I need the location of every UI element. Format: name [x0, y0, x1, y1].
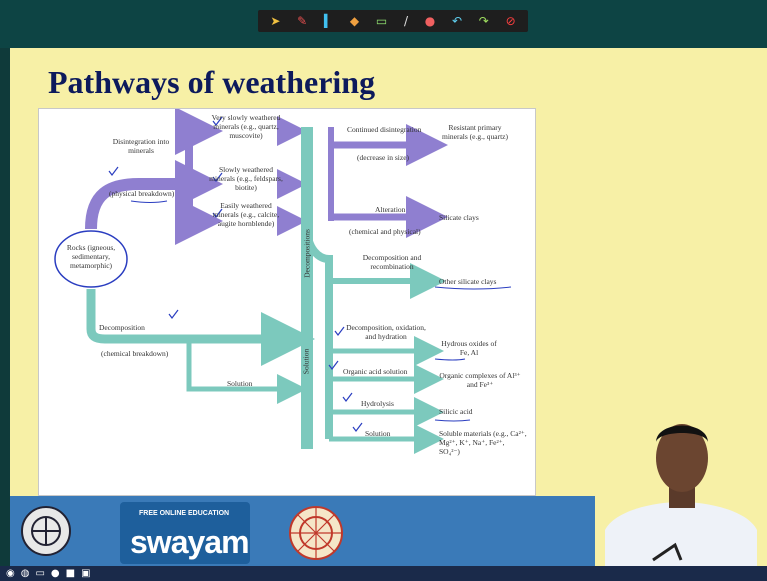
label-decomp-oxidation: Decomposition, oxidation, and hydration — [346, 323, 426, 341]
diagram-arrows — [54, 109, 512, 454]
label-slowly: Slowly weathered minerals (e.g., feldspa… — [209, 165, 283, 192]
label-decomp-recomb: Decomposition and recombination — [362, 253, 422, 271]
label-rocks: Rocks (igneous, sedimentary, metamorphic… — [66, 243, 116, 270]
purple-to-easy — [175, 184, 223, 245]
text-icon[interactable]: / — [403, 14, 409, 28]
label-hydrolysis: Hydrolysis — [361, 399, 394, 408]
taskbar: ◉ ◍ ▭ ● ■ ▣ — [0, 566, 767, 581]
annotation-toolbar: ➤ ✎ ▍ ◆ ▭ / ● ↶ ↷ ⊘ — [258, 10, 528, 32]
pen-icon[interactable]: ✎ — [297, 14, 308, 28]
undo-icon[interactable]: ↶ — [451, 14, 463, 28]
redo-icon[interactable]: ↷ — [478, 14, 489, 28]
label-solution-vertical: Solution — [301, 348, 311, 375]
pointer-icon[interactable]: ➤ — [270, 14, 281, 28]
color-icon[interactable]: ● — [424, 14, 436, 28]
teal-rock-down — [86, 289, 315, 366]
slide-title: Pathways of weathering — [48, 64, 376, 100]
label-physical-breakdown: (physical breakdown) — [109, 189, 175, 198]
label-very-slowly: Very slowly weathered minerals (e.g., qu… — [211, 113, 281, 140]
label-alteration: Alteration — [375, 205, 406, 214]
label-solution-left: Solution — [227, 379, 253, 388]
highlighter-icon[interactable]: ▍ — [323, 14, 334, 28]
label-soluble-materials: Soluble materials (e.g., Ca²⁺, Mg²⁺, K⁺,… — [439, 429, 527, 456]
swayam-logo — [120, 502, 250, 564]
label-disintegration: Disintegration into minerals — [112, 137, 170, 155]
label-silicate-clays: Silicate clays — [439, 213, 479, 222]
taskbar-start-icon[interactable]: ◉ — [6, 567, 15, 579]
purple-main-arrow — [85, 178, 179, 230]
swayam-tagline: FREE ONLINE EDUCATION — [139, 510, 230, 517]
label-organic-complexes: Organic complexes of Al³⁺ and Fe³⁺ — [439, 371, 521, 389]
label-chemical-breakdown: (chemical breakdown) — [101, 349, 169, 358]
eraser-icon[interactable]: ◆ — [349, 14, 360, 28]
swayam-wordmark: swayam — [130, 524, 250, 560]
rocks-circle-annotation — [54, 230, 128, 288]
label-decomposition: Decomposition — [99, 323, 145, 332]
teal-solution-branch — [186, 339, 307, 404]
shapes-icon[interactable]: ▭ — [375, 14, 388, 28]
label-organic-acid: Organic acid solution — [343, 367, 408, 376]
label-continued-disintegration: Continued disintegration — [347, 125, 422, 134]
taskbar-pdf-icon[interactable]: ■ — [65, 567, 76, 579]
taskbar-chrome-icon[interactable]: ● — [50, 567, 60, 579]
label-other-silicate: Other silicate clays — [439, 277, 497, 286]
taskbar-browser-icon[interactable]: ◍ — [20, 567, 30, 579]
taskbar-folder-icon[interactable]: ▭ — [35, 567, 45, 579]
label-decompositions-vertical: Decompositions — [302, 229, 312, 278]
label-chemical-physical: (chemical and physical) — [349, 227, 421, 236]
close-icon[interactable]: ⊘ — [505, 14, 516, 28]
weathering-diagram: Disintegration into minerals (physical b… — [38, 108, 536, 496]
label-silicic-acid: Silicic acid — [439, 407, 473, 416]
label-easily: Easily weathered minerals (e.g., calcite… — [212, 201, 280, 228]
label-solution-right: Solution — [365, 429, 391, 438]
purple-to-veryslow — [175, 109, 223, 184]
taskbar-app-icon[interactable]: ▣ — [81, 567, 91, 579]
label-decrease-in-size: (decrease in size) — [357, 153, 410, 162]
iit-logo — [21, 506, 71, 556]
label-resistant: Resistant primary minerals (e.g., quartz… — [441, 123, 508, 141]
wheel-logo — [289, 506, 343, 560]
presenter-video — [595, 410, 767, 581]
label-hydrous-oxides: Hydrous oxides of Fe, Al — [441, 339, 497, 357]
